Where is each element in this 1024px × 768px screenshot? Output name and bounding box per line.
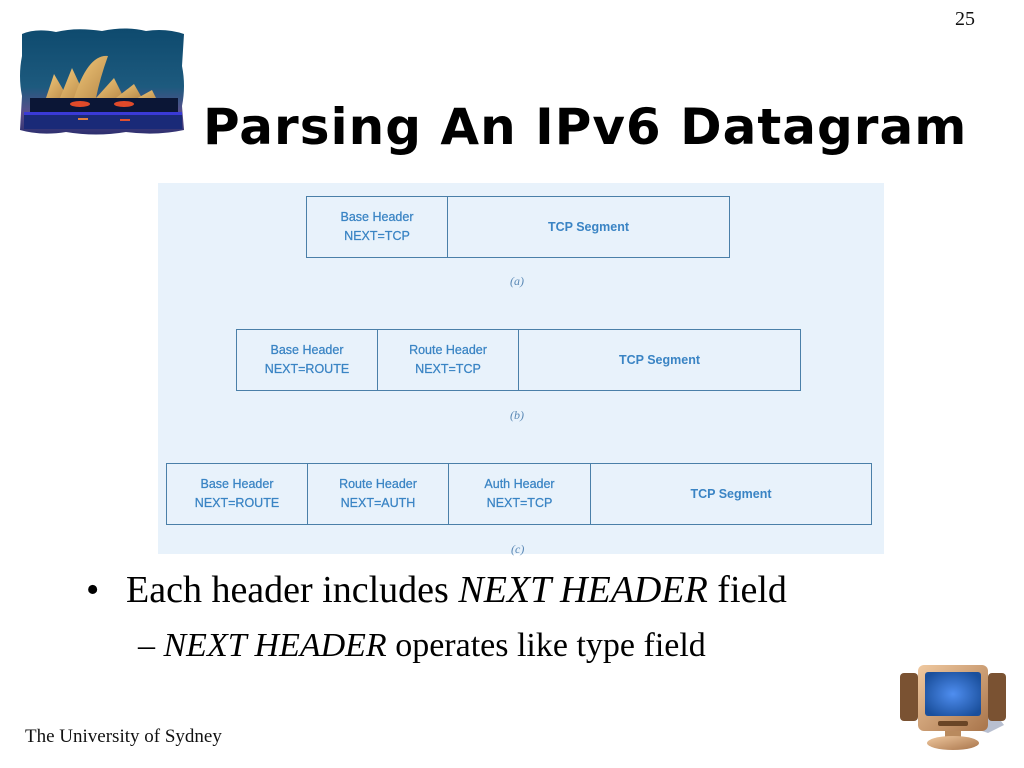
next-field: NEXT=AUTH [340,496,416,510]
tcp-segment-cell: TCP Segment [448,197,729,257]
next-field: NEXT=TCP [344,229,410,243]
bullet-text-prefix: Each header includes [126,569,459,611]
bullet-text-suffix: field [707,569,787,611]
route-header-cell: Route Header NEXT=TCP [378,330,519,390]
header-name: Route Header [409,343,487,357]
base-header-cell: Base Header NEXT=TCP [307,197,448,257]
header-name: Base Header [200,477,274,491]
caption-a: (a) [510,274,524,288]
next-field: NEXT=ROUTE [194,496,280,510]
ipv6-header-chain-figure: Base Header NEXT=TCP TCP Segment (a) Bas… [158,183,884,556]
header-name: Auth Header [484,477,555,491]
header-name: Base Header [270,343,344,357]
next-field: NEXT=TCP [415,362,481,376]
route-header-cell: Route Header NEXT=AUTH [308,464,449,524]
computer-monitor-icon [898,659,1008,753]
page-title: Parsing An IPv6 Datagram [203,98,968,156]
sydney-opera-house-logo-icon [16,26,188,138]
base-header-cell: Base Header NEXT=ROUTE [167,464,308,524]
sub-bullet-emphasis: NEXT HEADER [163,627,387,664]
sub-bullet-text: operates like type field [386,627,706,664]
tcp-segment-cell: TCP Segment [591,464,871,524]
next-field: NEXT=ROUTE [264,362,350,376]
sub-bullet-item: – NEXT HEADER operates like type field [138,624,787,668]
base-header-cell: Base Header NEXT=ROUTE [237,330,378,390]
tcp-segment-cell: TCP Segment [519,330,800,390]
header-name: Route Header [339,477,417,491]
caption-c: (c) [511,542,525,556]
sub-bullet-marker: – [138,627,155,664]
datagram-c: Base Header NEXT=ROUTE Route Header NEXT… [166,463,872,525]
next-field: NEXT=TCP [486,496,553,510]
bullet-item: • Each header includes NEXT HEADER field [86,566,787,614]
slide-number: 25 [955,8,975,30]
header-name: Base Header [340,210,414,224]
auth-header-cell: Auth Header NEXT=TCP [449,464,591,524]
bullet-emphasis: NEXT HEADER [458,569,708,611]
bullet-list: •Each header includes NEXT HEADER field … [86,566,787,668]
datagram-a: Base Header NEXT=TCP TCP Segment [306,196,730,258]
caption-b: (b) [510,408,524,422]
segment-label: TCP Segment [690,486,772,501]
segment-label: TCP Segment [547,219,630,234]
datagram-b: Base Header NEXT=ROUTE Route Header NEXT… [236,329,801,391]
segment-label: TCP Segment [618,352,701,367]
footer-institution: The University of Sydney [25,726,222,747]
bullet-marker: • [86,569,100,611]
